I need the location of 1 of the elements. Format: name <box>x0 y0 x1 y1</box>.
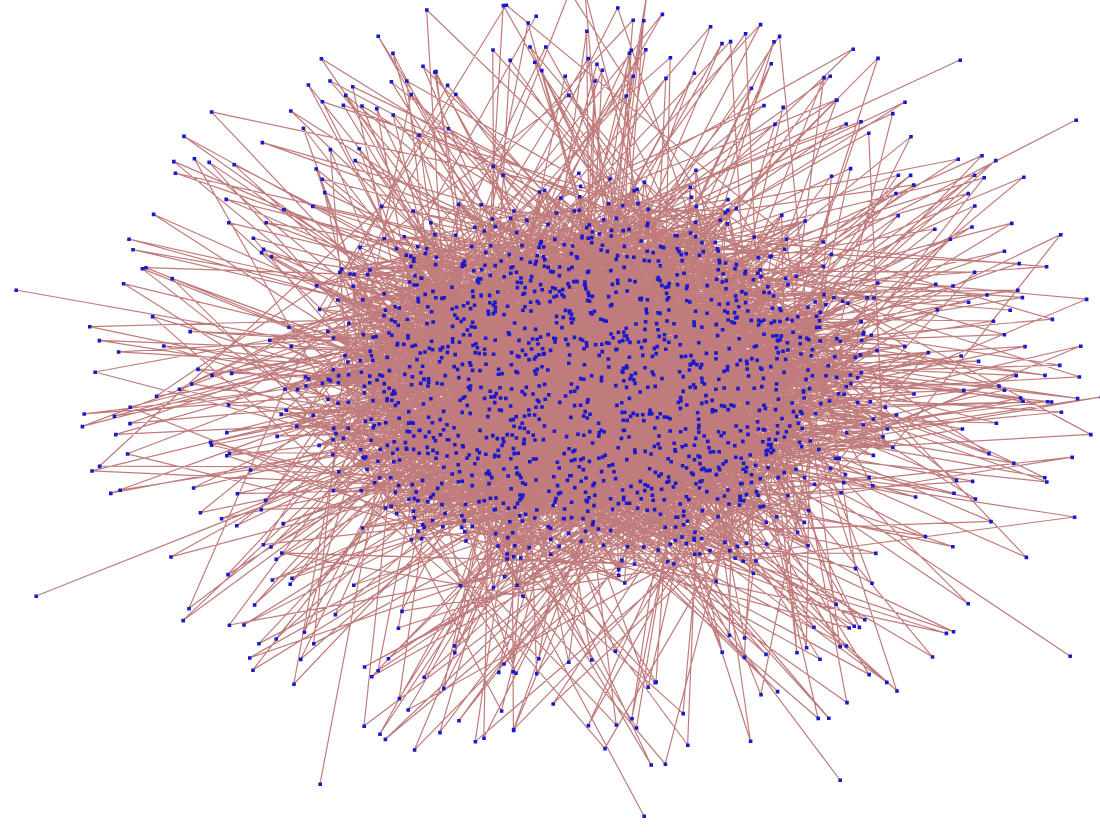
network-drawing <box>14 0 1100 818</box>
